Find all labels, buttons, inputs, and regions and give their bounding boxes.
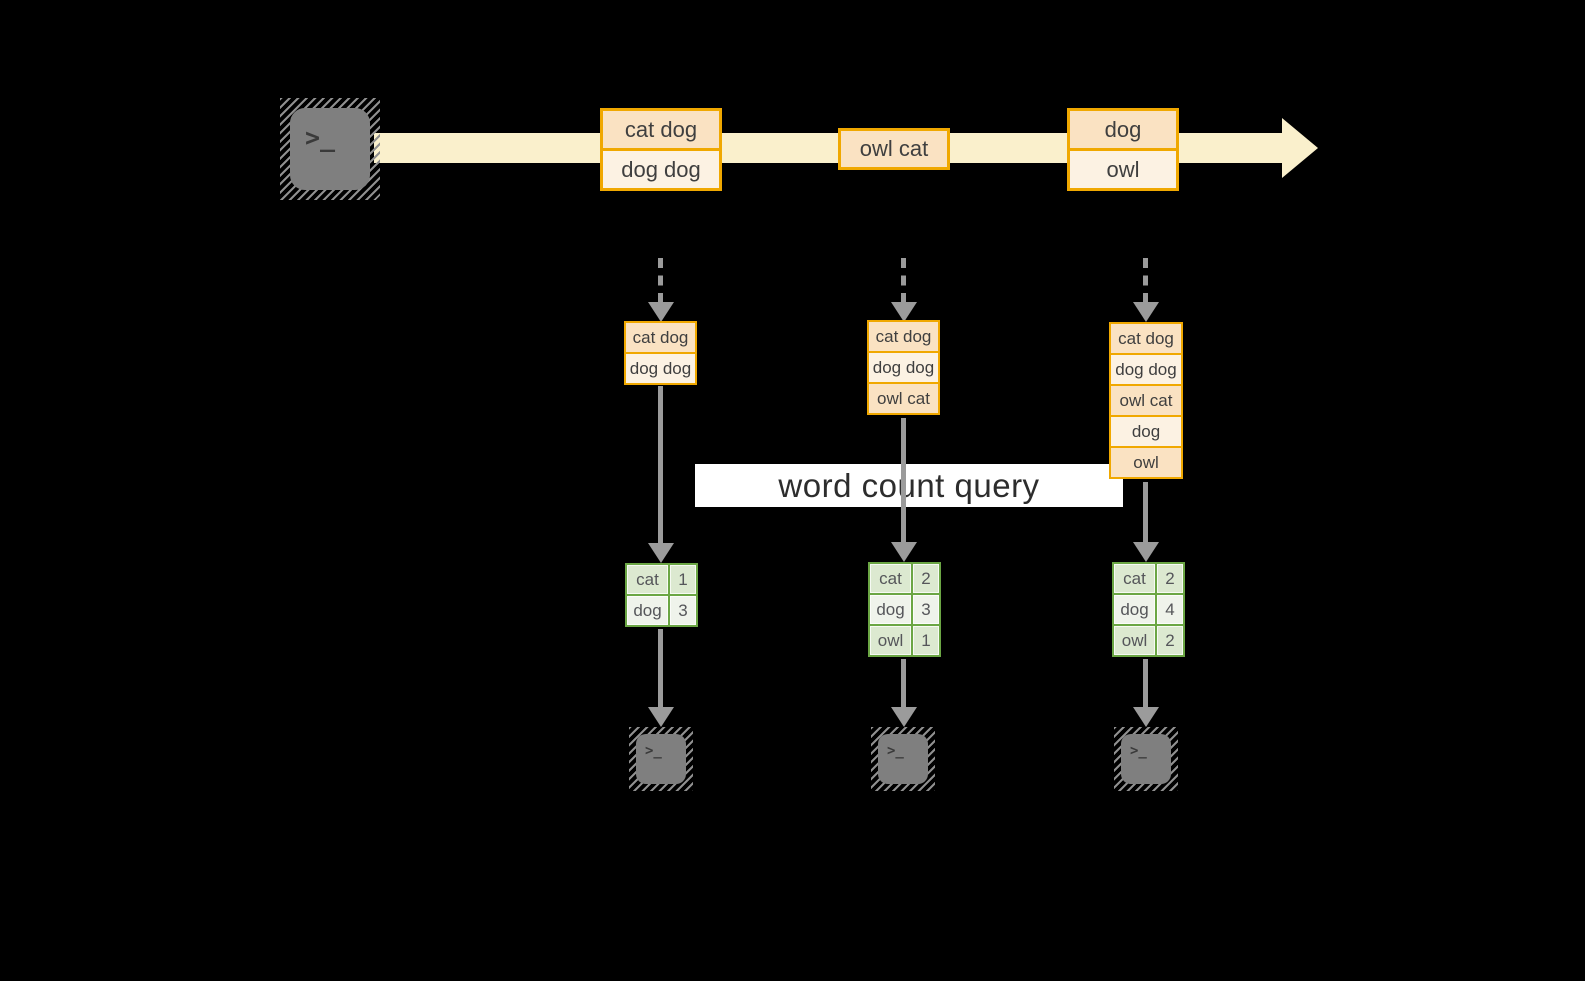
stack-row: cat dog	[869, 322, 938, 351]
stack-row: dog	[1111, 417, 1181, 446]
count-cell: 1	[913, 626, 939, 655]
count-table-3: cat 2 dog 4 owl 2	[1112, 562, 1185, 657]
count-table-2: cat 2 dog 3 owl 1	[868, 562, 941, 657]
stack-row: owl cat	[869, 384, 938, 413]
table-row: dog 4	[1114, 595, 1183, 624]
terminal-prompt-icon: >_	[878, 734, 928, 784]
table-row: cat 2	[870, 564, 939, 593]
arrow-head-icon	[648, 707, 674, 727]
arrow-head-icon	[648, 543, 674, 563]
message-row: cat dog	[603, 111, 719, 148]
table-row: cat 1	[627, 565, 696, 594]
arrow-head-icon	[1133, 542, 1159, 562]
word-cell: dog	[1114, 595, 1155, 624]
arrow-line	[658, 386, 663, 544]
message-row: owl cat	[841, 131, 947, 167]
stack-2-box: cat dog dog dog owl cat	[867, 320, 940, 415]
message-row: dog	[1070, 111, 1176, 148]
dashed-arrow-head-icon	[648, 302, 674, 322]
dashed-arrow-line	[1143, 258, 1148, 303]
terminal-prompt-icon: >_	[290, 108, 370, 190]
arrow-line	[1143, 659, 1148, 707]
count-table-1: cat 1 dog 3	[625, 563, 698, 627]
table-row: cat 2	[1114, 564, 1183, 593]
terminal-prompt-icon: >_	[636, 734, 686, 784]
stack-1-box: cat dog dog dog	[624, 321, 697, 385]
count-cell: 1	[670, 565, 696, 594]
sink-terminal-icon: >_	[629, 727, 693, 791]
arrow-line	[901, 418, 906, 543]
table-row: owl 1	[870, 626, 939, 655]
word-cell: owl	[870, 626, 911, 655]
table-row: owl 2	[1114, 626, 1183, 655]
batch-2-box: owl cat	[838, 128, 950, 170]
count-cell: 3	[670, 596, 696, 625]
count-cell: 2	[913, 564, 939, 593]
word-cell: dog	[627, 596, 668, 625]
source-terminal-icon: >_	[280, 98, 380, 200]
stack-row: owl cat	[1111, 386, 1181, 415]
arrow-head-icon	[891, 542, 917, 562]
sink-terminal-icon: >_	[871, 727, 935, 791]
terminal-prompt-icon: >_	[1121, 734, 1171, 784]
stack-row: dog dog	[626, 354, 695, 383]
sink-terminal-icon: >_	[1114, 727, 1178, 791]
arrow-line	[1143, 482, 1148, 543]
word-cell: cat	[870, 564, 911, 593]
stack-row: dog dog	[869, 353, 938, 382]
table-row: dog 3	[870, 595, 939, 624]
word-cell: cat	[627, 565, 668, 594]
stack-row: cat dog	[1111, 324, 1181, 353]
arrow-head-icon	[891, 707, 917, 727]
arrow-head-icon	[1133, 707, 1159, 727]
stream-arrow-head-icon	[1282, 118, 1318, 178]
arrow-line	[901, 659, 906, 707]
dashed-arrow-line	[658, 258, 663, 303]
batch-1-box: cat dog dog dog	[600, 108, 722, 191]
stack-row: cat dog	[626, 323, 695, 352]
dashed-arrow-head-icon	[891, 302, 917, 322]
stack-row: dog dog	[1111, 355, 1181, 384]
stack-row: owl	[1111, 448, 1181, 477]
count-cell: 4	[1157, 595, 1183, 624]
dashed-arrow-head-icon	[1133, 302, 1159, 322]
query-label: word count query	[695, 464, 1123, 507]
count-cell: 3	[913, 595, 939, 624]
message-row: dog dog	[603, 151, 719, 188]
word-cell: cat	[1114, 564, 1155, 593]
dashed-arrow-line	[901, 258, 906, 303]
message-row: owl	[1070, 151, 1176, 188]
table-row: dog 3	[627, 596, 696, 625]
arrow-line	[658, 629, 663, 707]
count-cell: 2	[1157, 564, 1183, 593]
stack-3-box: cat dog dog dog owl cat dog owl	[1109, 322, 1183, 479]
count-cell: 2	[1157, 626, 1183, 655]
batch-3-box: dog owl	[1067, 108, 1179, 191]
word-cell: owl	[1114, 626, 1155, 655]
word-cell: dog	[870, 595, 911, 624]
